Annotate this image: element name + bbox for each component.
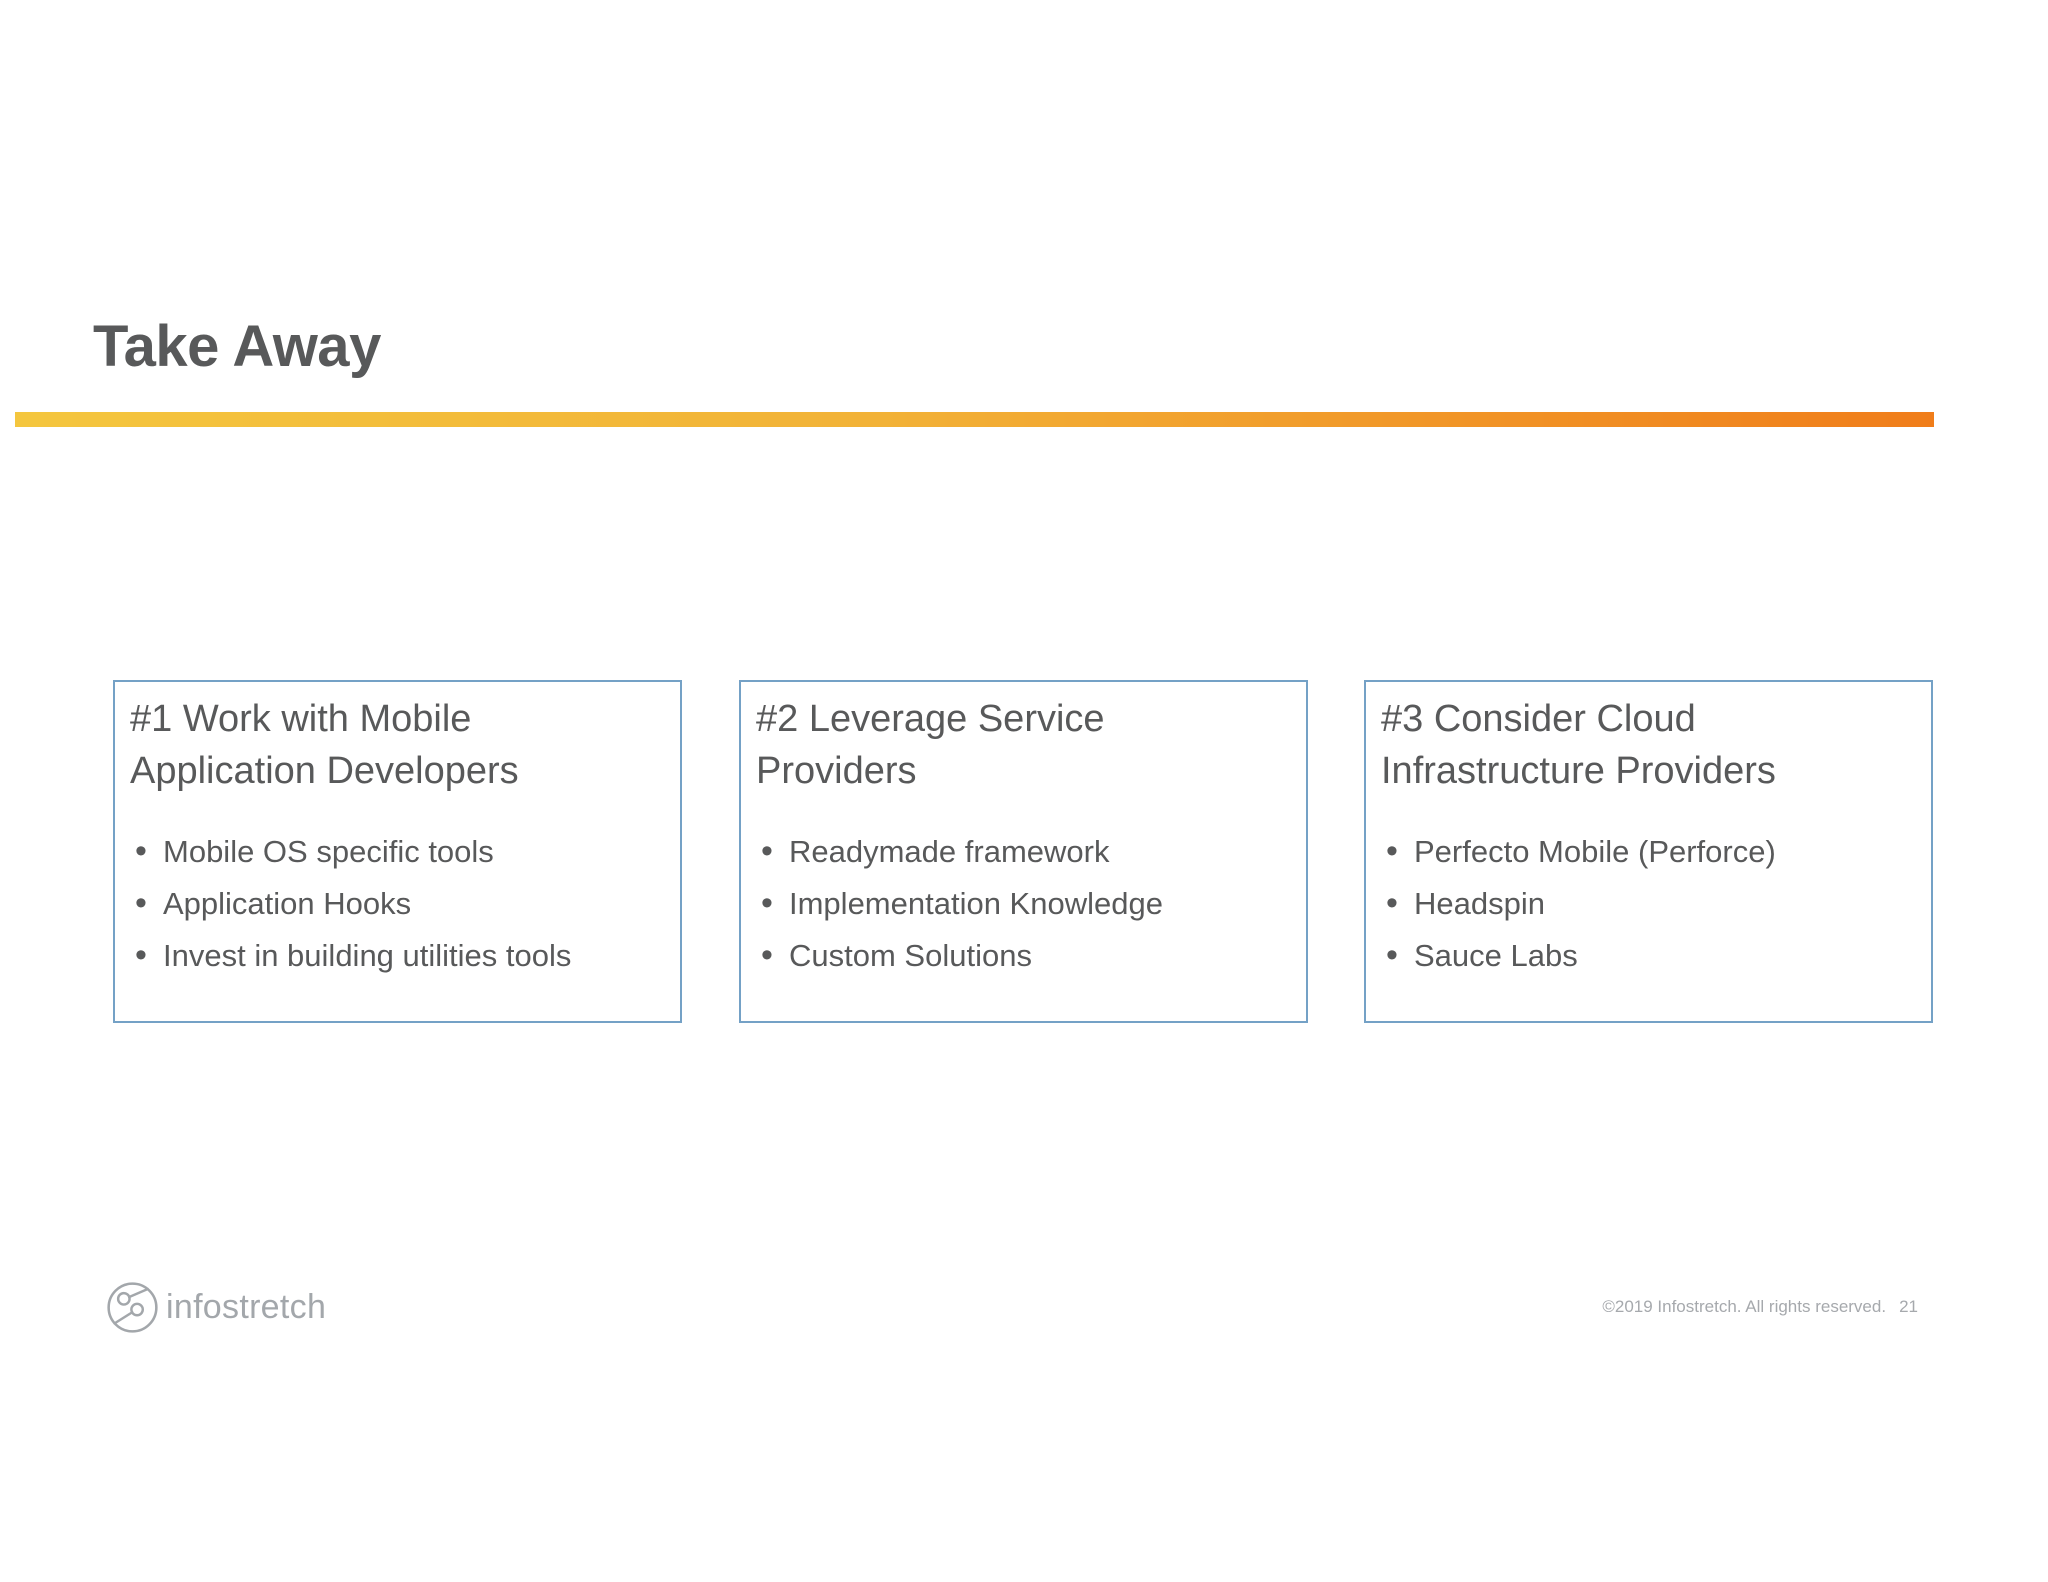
box-1-bullet-list: Mobile OS specific tools Application Hoo… [130, 826, 664, 982]
page-title: Take Away [93, 314, 381, 379]
bullet-item: Application Hooks [130, 878, 664, 930]
takeaway-box-3: #3 Consider Cloud Infrastructure Provide… [1364, 680, 1933, 1023]
box-2-bullet-list: Readymade framework Implementation Knowl… [756, 826, 1290, 982]
accent-divider [15, 412, 1934, 427]
copyright: ©2019 Infostretch. All rights reserved. 2… [1602, 1295, 1918, 1319]
bullet-item: Invest in building utilities tools [130, 930, 664, 982]
bullet-item: Sauce Labs [1381, 930, 1915, 982]
bullet-item: Custom Solutions [756, 930, 1290, 982]
takeaway-box-2: #2 Leverage Service Providers Readymade … [739, 680, 1308, 1023]
bullet-item: Readymade framework [756, 826, 1290, 878]
copyright-text: ©2019 Infostretch. All rights reserved. [1602, 1297, 1887, 1316]
infostretch-logo-text: infostretch [166, 1287, 327, 1326]
bullet-item: Mobile OS specific tools [130, 826, 664, 878]
box-1-heading: #1 Work with Mobile Application Develope… [130, 698, 519, 792]
bullet-item: Implementation Knowledge [756, 878, 1290, 930]
bullet-item: Perfecto Mobile (Perforce) [1381, 826, 1915, 878]
bullet-item: Headspin [1381, 878, 1915, 930]
network-nodes-icon [107, 1281, 158, 1333]
infostretch-logo: infostretch [106, 1280, 326, 1334]
takeaway-box-1: #1 Work with Mobile Application Develope… [113, 680, 682, 1023]
box-3-bullet-list: Perfecto Mobile (Perforce) Headspin Sauc… [1381, 826, 1915, 982]
box-2-heading: #2 Leverage Service Providers [756, 698, 1105, 792]
page-number: 21 [1899, 1297, 1918, 1316]
box-3-heading: #3 Consider Cloud Infrastructure Provide… [1381, 698, 1776, 792]
